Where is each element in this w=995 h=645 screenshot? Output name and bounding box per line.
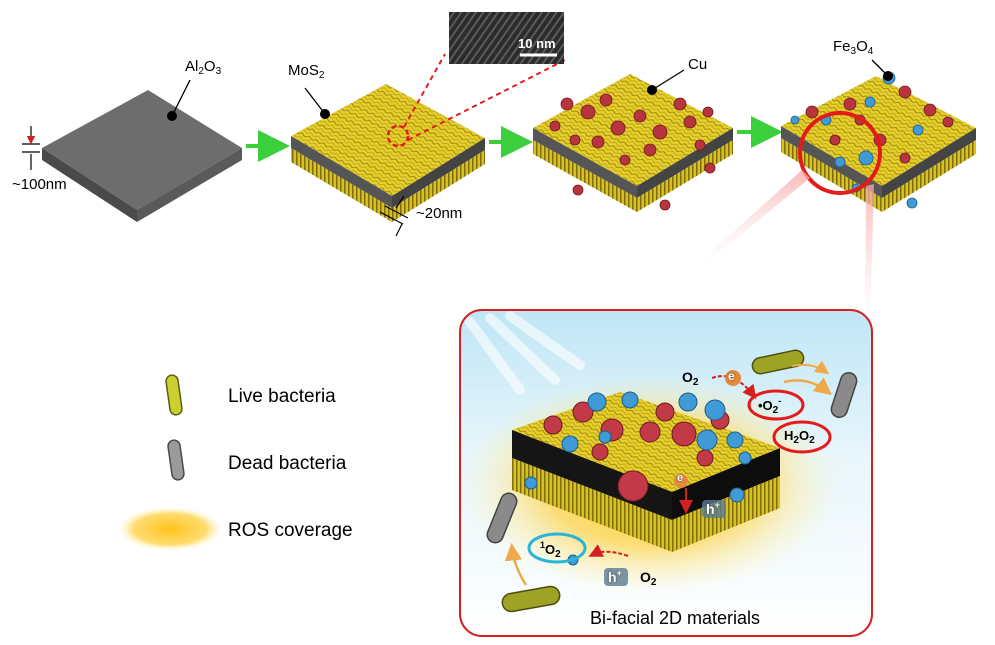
h2o2-ring bbox=[772, 420, 832, 454]
inset-live-bacterium-top bbox=[751, 349, 805, 375]
fe3o4-decorated-substrate bbox=[781, 76, 976, 212]
pointer-fe3o4 bbox=[871, 59, 893, 81]
cu-particles bbox=[549, 93, 716, 211]
label-cu: Cu bbox=[688, 56, 708, 73]
legend-live-bacteria-icon bbox=[165, 374, 183, 416]
pointer-cu bbox=[647, 69, 685, 95]
label-o2-top: O2 bbox=[682, 369, 699, 388]
electron-badge-top bbox=[725, 370, 741, 386]
zoom-beam-left bbox=[700, 170, 810, 265]
inset-caption: Bi-facial 2D materials bbox=[590, 608, 761, 628]
label-o2-bottom: O2 bbox=[640, 569, 657, 588]
tem-zoom-callout bbox=[386, 12, 566, 148]
inset-panel bbox=[459, 309, 873, 637]
label-hole-mid: h+ bbox=[706, 500, 720, 517]
zoom-beam-right bbox=[865, 184, 874, 330]
inset-live-bacterium-bottom bbox=[501, 585, 561, 613]
mos2-coated-substrate bbox=[291, 84, 485, 222]
hole-badge-bottom bbox=[604, 568, 628, 586]
zoom-highlight-circle bbox=[798, 111, 882, 195]
arrow-o2-to-superoxide bbox=[711, 375, 757, 400]
thickness-marker-substrate bbox=[22, 126, 40, 170]
pointer-mos2 bbox=[304, 87, 330, 119]
arrow-o2-to-singlet bbox=[588, 544, 629, 557]
legend-dead-text: Dead bacteria bbox=[228, 453, 347, 474]
label-al2o3: Al2O3 bbox=[185, 58, 222, 77]
al2o3-substrate bbox=[42, 90, 242, 222]
label-electron-mid: e bbox=[677, 472, 684, 484]
label-singlet-oxygen: 1O2 bbox=[540, 540, 561, 560]
inset-dead-bacterium-left bbox=[486, 492, 518, 544]
label-mos2: MoS2 bbox=[288, 62, 325, 81]
legend-dead-bacteria-icon bbox=[167, 439, 185, 481]
hole-badge-mid bbox=[702, 500, 726, 518]
arrow-live-to-dead-bottom bbox=[504, 543, 528, 586]
label-h2o2: H2O2 bbox=[784, 428, 815, 446]
label-superoxide: •O2- bbox=[758, 396, 782, 416]
arrow-live-to-dead-top bbox=[791, 360, 830, 375]
superoxide-ring bbox=[747, 389, 805, 421]
light-rays bbox=[465, 311, 585, 395]
inset-fe3o4-particles bbox=[524, 391, 752, 566]
pointer-al2o3 bbox=[167, 79, 191, 121]
inset-cu-particles bbox=[543, 401, 730, 502]
electron-badge-mid bbox=[674, 474, 688, 488]
label-electron-top: e bbox=[728, 369, 735, 383]
inset-dead-bacterium-right bbox=[830, 371, 858, 419]
thickness-marker-film bbox=[379, 195, 409, 237]
label-hole-bottom: h+ bbox=[608, 568, 622, 585]
label-thickness-film: ~20nm bbox=[416, 205, 463, 222]
singlet-oxygen-ring bbox=[527, 532, 587, 564]
label-scale-bar: 10 nm bbox=[518, 36, 556, 51]
label-fe3o4: Fe3O4 bbox=[833, 38, 874, 57]
label-thickness-substrate: ~100nm bbox=[12, 176, 67, 193]
legend-ros-text: ROS coverage bbox=[228, 520, 353, 541]
arrow-superoxide-to-dead bbox=[783, 377, 832, 396]
legend-ros-coverage-icon bbox=[118, 507, 222, 551]
cu-particles-step4 bbox=[805, 85, 954, 164]
legend-live-text: Live bacteria bbox=[228, 386, 336, 407]
